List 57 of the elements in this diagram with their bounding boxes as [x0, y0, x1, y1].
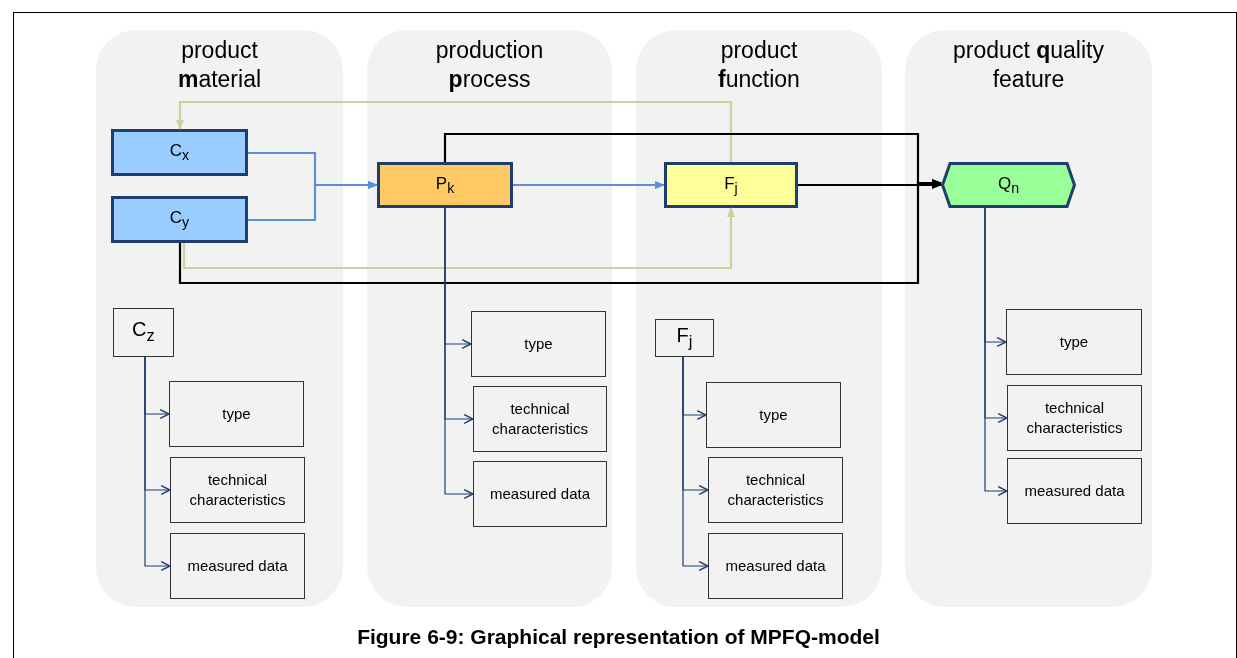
node-label: measured data [489, 484, 591, 504]
attribute-box [473, 386, 607, 452]
node-label: technical characteristics [726, 470, 825, 510]
node-label: type [222, 404, 251, 424]
flow-arrow [176, 100, 733, 162]
node-label: measured data [1024, 481, 1125, 501]
node-label: technical characteristics [188, 470, 287, 510]
node-label: F$_{j}$ [676, 324, 693, 352]
process-box [377, 162, 513, 208]
tree-arrow [444, 207, 474, 500]
attribute-box [170, 533, 305, 599]
process-box [111, 196, 248, 243]
tree-arrow [682, 356, 709, 572]
hexagon-node [941, 162, 1076, 208]
attribute-box [708, 457, 843, 523]
column-heading: production process [434, 36, 545, 94]
attribute-box [170, 457, 305, 523]
column-panel [367, 30, 612, 607]
node-label: Q$_{n}$ [997, 173, 1020, 197]
attribute-box [471, 311, 606, 377]
node-label: measured data [187, 556, 288, 576]
node-label: technical characteristics [1025, 398, 1124, 438]
column-panel [905, 30, 1152, 607]
attribute-box [169, 381, 304, 447]
node-label: C$_{x}$ [169, 141, 190, 164]
node-label: type [524, 334, 553, 354]
attribute-box [655, 319, 714, 357]
flow-arrow [182, 207, 735, 270]
column-panel [96, 30, 343, 607]
attribute-box [708, 533, 843, 599]
node-label: type [759, 405, 788, 425]
attribute-box [113, 308, 174, 357]
flow-arrow [513, 181, 665, 189]
figure-caption: Figure 6-9: Graphical representation of MPFQ-model [356, 625, 881, 649]
node-label: measured data [725, 556, 826, 576]
attribute-box [1007, 385, 1142, 451]
attribute-box [1007, 458, 1142, 524]
column-heading: product quality feature [952, 36, 1105, 94]
attribute-box [473, 461, 607, 527]
column-panel [636, 30, 882, 607]
flow-arrow [248, 181, 378, 222]
process-box [664, 162, 798, 208]
node-label: F$_{j}$ [724, 173, 738, 197]
node-label: P$_{k}$ [435, 173, 455, 197]
node-label: type [1059, 332, 1089, 352]
column-heading: product material [176, 36, 263, 94]
process-box [111, 129, 248, 176]
flow-arrow [798, 181, 942, 189]
column-heading: product function [717, 36, 801, 94]
attribute-box [706, 382, 841, 448]
flow-arrow [443, 132, 942, 187]
tree-arrow [144, 356, 171, 572]
attribute-box [1006, 309, 1142, 375]
node-label: C$_{y}$ [169, 208, 190, 231]
tree-arrow [984, 207, 1008, 497]
node-label: C$_{z}$ [132, 319, 155, 346]
node-label: technical characteristics [491, 399, 589, 439]
